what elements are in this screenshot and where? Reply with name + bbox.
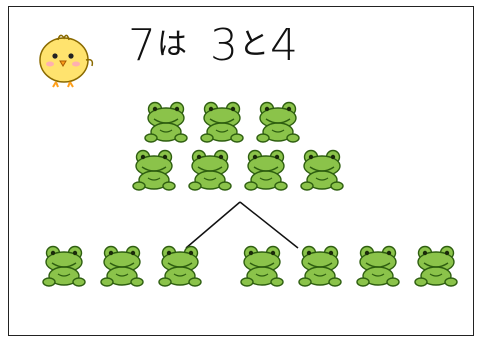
right-group-frog-icon	[354, 244, 402, 288]
top-frog-icon	[198, 100, 246, 144]
top-frog-icon	[186, 148, 234, 192]
top-frog-icon	[142, 100, 190, 144]
top-frog-icon	[298, 148, 346, 192]
right-split-line	[240, 202, 298, 248]
left-group-frog-icon	[156, 244, 204, 288]
left-split-line	[186, 202, 240, 248]
right-group-frog-icon	[238, 244, 286, 288]
top-frog-icon	[242, 148, 290, 192]
left-group-frog-icon	[40, 244, 88, 288]
right-group-frog-icon	[296, 244, 344, 288]
top-frog-icon	[130, 148, 178, 192]
right-group-frog-icon	[412, 244, 460, 288]
top-frog-icon	[254, 100, 302, 144]
left-group-frog-icon	[98, 244, 146, 288]
